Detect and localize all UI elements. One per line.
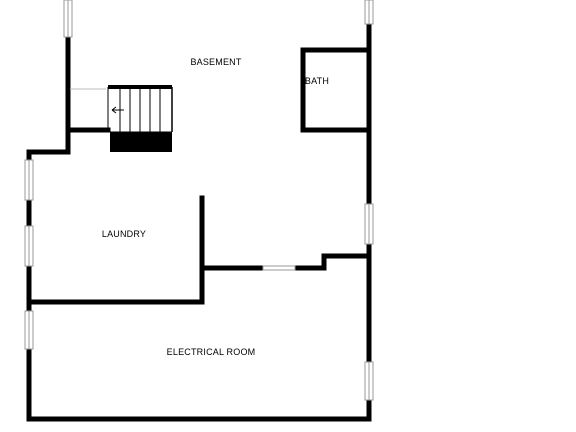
- room-label-bath: BATH: [305, 76, 329, 86]
- walls: [26, 21, 372, 422]
- room-label-electrical-room: ELECTRICAL ROOM: [167, 347, 256, 357]
- room-label-basement: BASEMENT: [190, 57, 241, 67]
- door-opening-marker: [262, 265, 296, 271]
- window-east-mid: [364, 203, 374, 245]
- stair-landing-block: [110, 132, 172, 152]
- window-top-left: [63, 0, 73, 38]
- window-west-laundry-upper: [24, 159, 34, 201]
- window-east-lower: [364, 361, 374, 401]
- window-top-right: [364, 0, 374, 25]
- wall-laundry-east: [26, 195, 205, 305]
- window-west-laundry-lower: [24, 225, 34, 267]
- door-opening: [262, 265, 296, 271]
- window-west-electrical: [24, 310, 34, 350]
- wall-bath: [300, 47, 372, 133]
- windows: [24, 0, 374, 401]
- stairs: [70, 85, 173, 152]
- stair-arrow-icon: [111, 106, 117, 114]
- wall-electrical-north-east: [292, 253, 372, 271]
- room-label-laundry: LAUNDRY: [102, 229, 146, 239]
- wall-west-upper: [26, 21, 372, 422]
